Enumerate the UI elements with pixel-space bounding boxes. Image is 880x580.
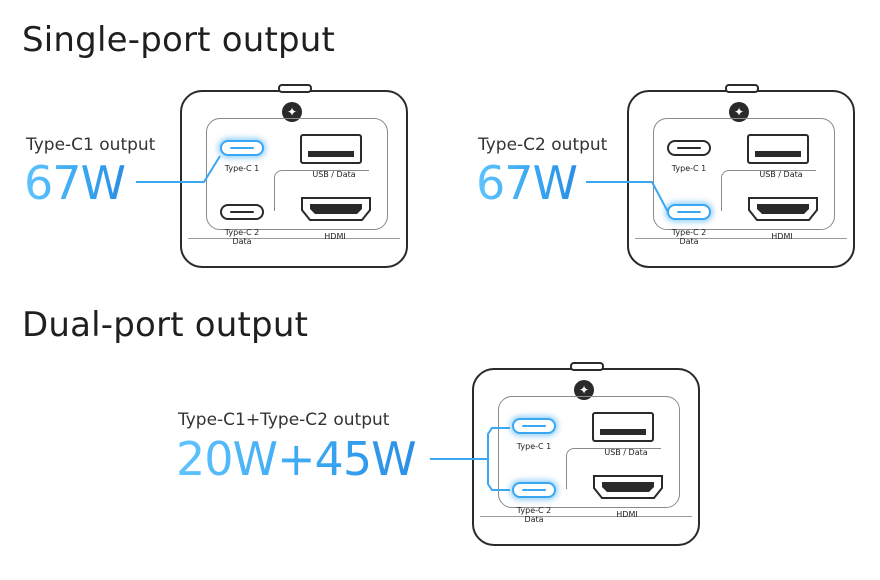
type-c1-port-icon	[667, 140, 711, 156]
type-c2-port-icon	[667, 204, 711, 220]
type-c1-label: Type-C 1	[516, 442, 552, 451]
type-c2-port-icon	[512, 482, 556, 498]
usb-a-port-icon	[747, 134, 809, 164]
type-c1-label: Type-C 1	[671, 164, 707, 173]
usb-a-port-icon	[300, 134, 362, 164]
single-port-title: Single-port output	[22, 20, 336, 60]
brand-logo-icon: ✦	[282, 102, 302, 122]
brand-logo-icon: ✦	[729, 102, 749, 122]
usb-a-port-icon	[592, 412, 654, 442]
type-c1-port-icon	[512, 418, 556, 434]
type-c2-port-icon	[220, 204, 264, 220]
hub-clip	[570, 362, 604, 371]
hdmi-port-icon	[301, 197, 371, 221]
example1-output-label: Type-C1 output	[26, 135, 156, 155]
hub-clip	[278, 84, 312, 93]
usb-data-label: USB / Data	[604, 448, 648, 457]
example2-wattage: 67W	[476, 156, 578, 210]
dual-port-title: Dual-port output	[22, 305, 309, 345]
usb-data-label: USB / Data	[312, 170, 356, 179]
brand-logo-icon: ✦	[574, 380, 594, 400]
hdmi-label: HDMI	[324, 232, 346, 241]
usb-data-label: USB / Data	[759, 170, 803, 179]
port-panel	[653, 118, 835, 230]
hdmi-port-icon	[748, 197, 818, 221]
example2-output-label: Type-C2 output	[478, 135, 608, 155]
type-c1-label: Type-C 1	[224, 164, 260, 173]
hdmi-port-icon	[593, 475, 663, 499]
example1-wattage: 67W	[24, 156, 126, 210]
hub-clip	[725, 84, 759, 93]
example3-wattage: 20W+45W	[176, 432, 417, 486]
hdmi-label: HDMI	[616, 510, 638, 519]
type-c1-port-icon	[220, 140, 264, 156]
hdmi-label: HDMI	[771, 232, 793, 241]
panel-divider	[566, 448, 661, 489]
panel-divider	[721, 170, 816, 211]
panel-divider	[274, 170, 369, 211]
example3-output-label: Type-C1+Type-C2 output	[178, 410, 390, 430]
